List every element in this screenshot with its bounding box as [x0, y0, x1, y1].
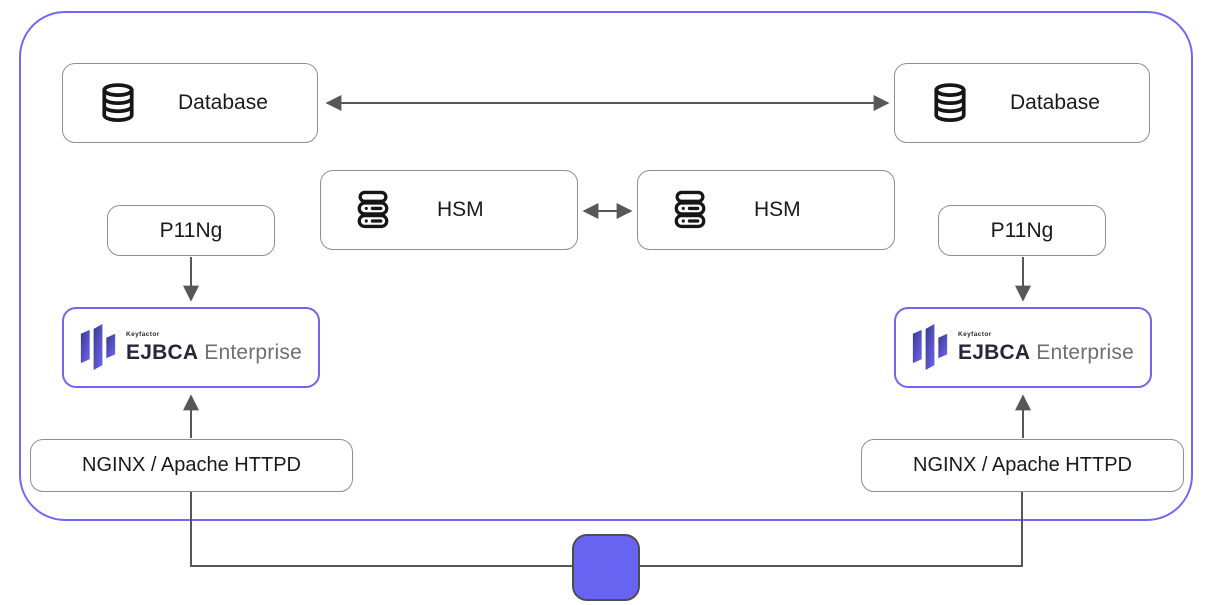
ejbca-product-label: EJBCA — [958, 340, 1031, 364]
ejbca-edition-label: Enterprise — [1036, 340, 1134, 364]
hsm-right-label: HSM — [754, 198, 801, 221]
database-icon — [98, 82, 138, 124]
node-nginx-left: NGINX / Apache HTTPD — [30, 439, 353, 492]
p11ng-right-label: P11Ng — [990, 218, 1054, 242]
ejbca-product-label: EJBCA — [126, 340, 199, 364]
load-balancer-node — [572, 534, 640, 601]
node-p11ng-left: P11Ng — [107, 205, 275, 256]
node-p11ng-right: P11Ng — [938, 205, 1106, 256]
p11ng-left-label: P11Ng — [159, 218, 223, 242]
ejbca-left-wordmark: Keyfactor EJBCA Enterprise — [126, 332, 302, 363]
database-right-label: Database — [1010, 91, 1100, 114]
node-ejbca-right: Keyfactor EJBCA Enterprise — [894, 307, 1152, 388]
server-icon — [353, 189, 393, 231]
keyfactor-brand-label: Keyfactor — [126, 331, 160, 339]
keyfactor-logo-icon — [80, 324, 117, 371]
keyfactor-brand-label: Keyfactor — [958, 331, 992, 339]
node-database-right: Database — [894, 63, 1150, 143]
node-nginx-right: NGINX / Apache HTTPD — [861, 439, 1184, 492]
database-icon — [930, 82, 970, 124]
nginx-right-label: NGINX / Apache HTTPD — [913, 454, 1132, 476]
deployment-boundary — [19, 11, 1193, 521]
hsm-left-label: HSM — [437, 198, 484, 221]
node-ejbca-left: Keyfactor EJBCA Enterprise — [62, 307, 320, 388]
database-left-label: Database — [178, 91, 268, 114]
node-hsm-right: HSM — [637, 170, 895, 250]
ejbca-right-wordmark: Keyfactor EJBCA Enterprise — [958, 332, 1134, 363]
node-database-left: Database — [62, 63, 318, 143]
ejbca-edition-label: Enterprise — [204, 340, 302, 364]
nginx-left-label: NGINX / Apache HTTPD — [82, 454, 301, 476]
keyfactor-logo-icon — [912, 324, 949, 371]
node-hsm-left: HSM — [320, 170, 578, 250]
server-icon — [670, 189, 710, 231]
